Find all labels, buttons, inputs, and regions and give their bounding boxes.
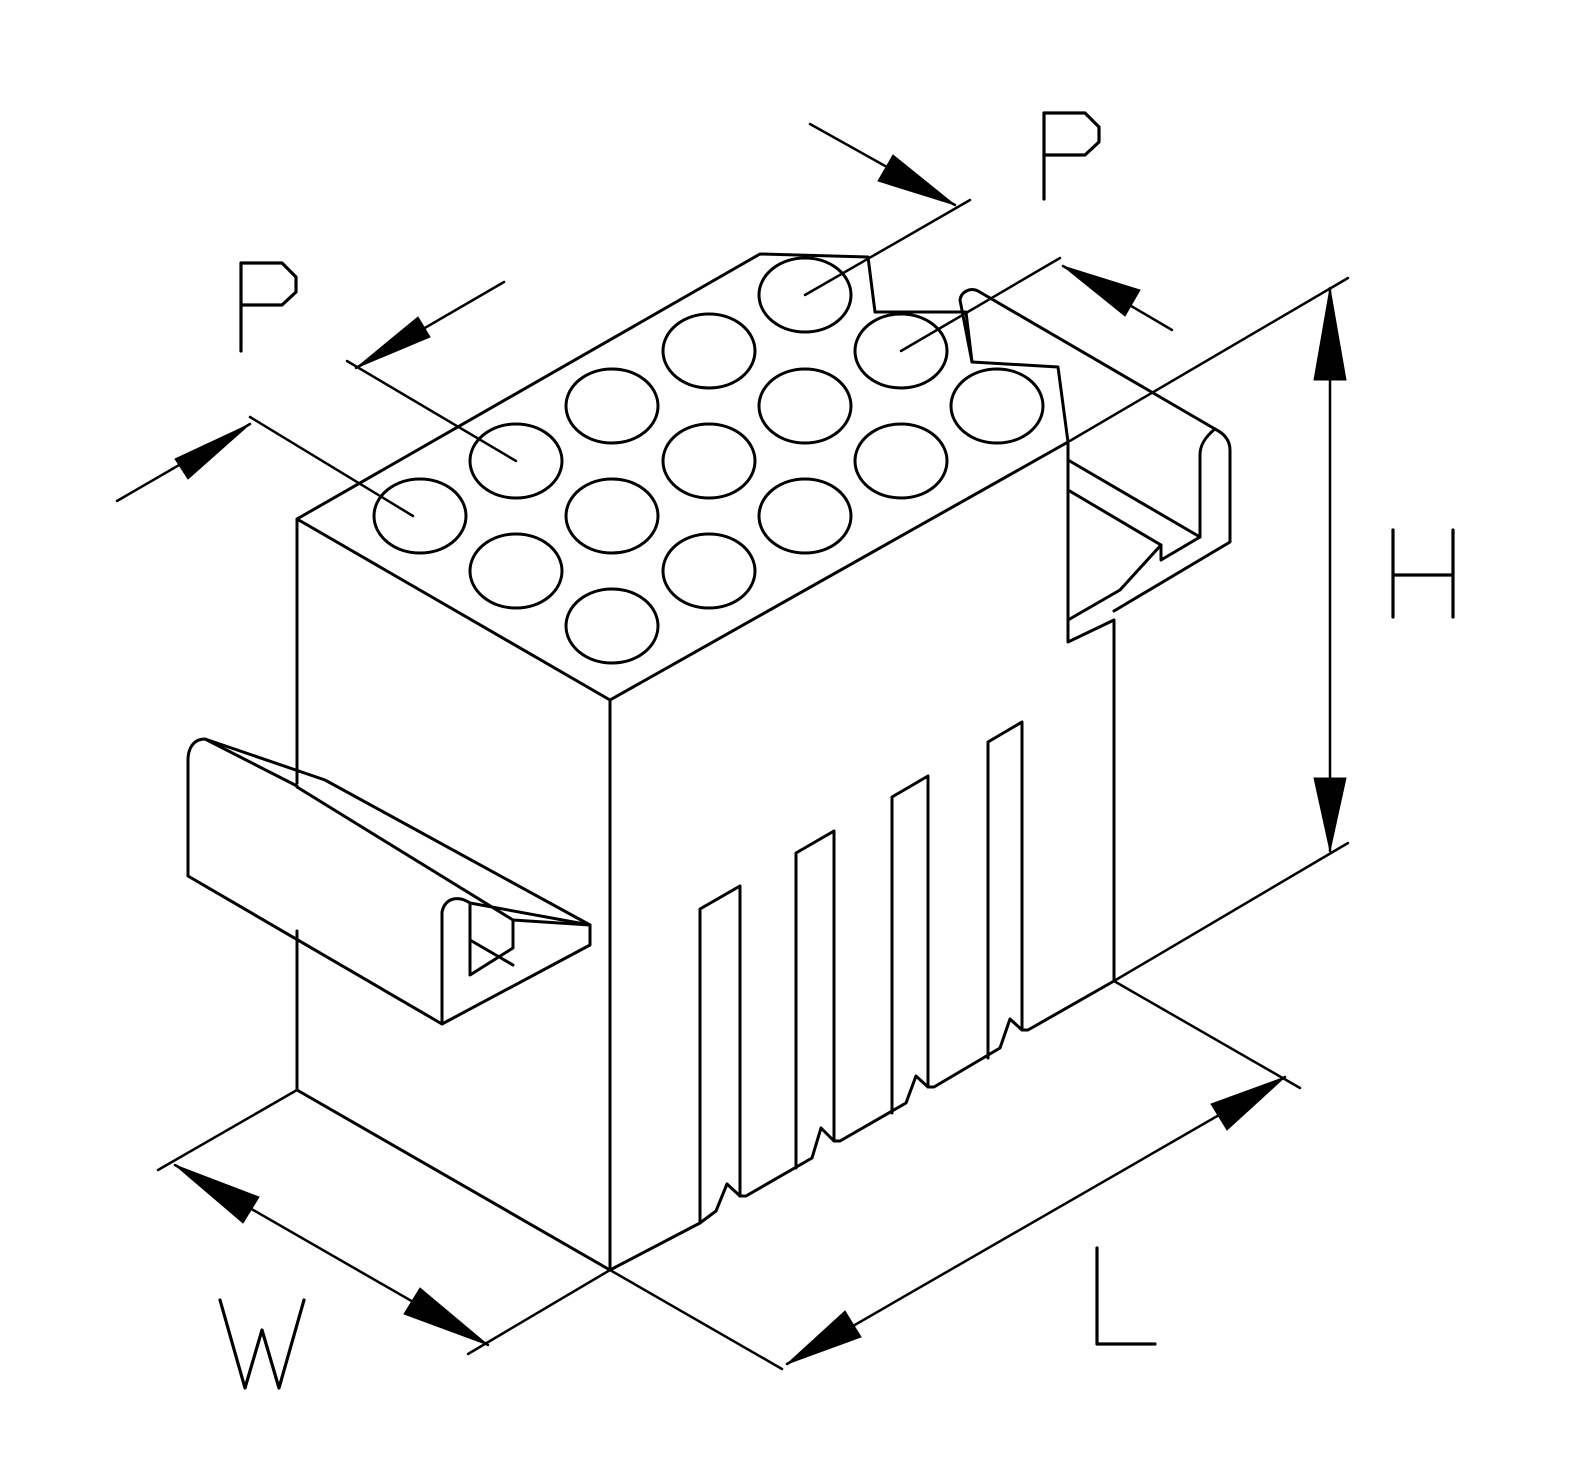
body-front-face [295, 517, 612, 1272]
label-w-text: W [220, 1387, 221, 1389]
dimension-width [156, 1088, 612, 1356]
label-l: L [1095, 1246, 1157, 1346]
cavity [564, 477, 660, 555]
cavity [949, 367, 1045, 445]
cavity [661, 422, 757, 500]
connector-body [295, 252, 1116, 1272]
dimension-height [1066, 276, 1350, 983]
label-w: W [218, 1298, 306, 1390]
cavity [564, 587, 660, 665]
cavity [372, 477, 468, 555]
latch-left [186, 737, 592, 1026]
cavity [661, 312, 757, 390]
dimension-pitch-right [803, 122, 1174, 353]
body-top-face [295, 252, 1070, 702]
latch-right [958, 288, 1232, 622]
label-h: H [1391, 528, 1455, 619]
cavity [853, 312, 949, 390]
label-p-right: P [1042, 111, 1101, 201]
cavity [661, 532, 757, 610]
dimension-pitch-left [115, 280, 518, 518]
ribs-slots [698, 720, 1024, 1225]
cavity [468, 532, 564, 610]
body-right-face [608, 440, 1116, 1272]
cavity [757, 477, 853, 555]
cavity [564, 367, 660, 445]
dimension-length [608, 979, 1302, 1371]
cavity-grid [372, 256, 1045, 665]
cavity [468, 422, 564, 500]
cavity [757, 256, 853, 334]
label-p-left: P [239, 261, 298, 353]
cavity [853, 422, 949, 500]
cavity [757, 367, 853, 445]
